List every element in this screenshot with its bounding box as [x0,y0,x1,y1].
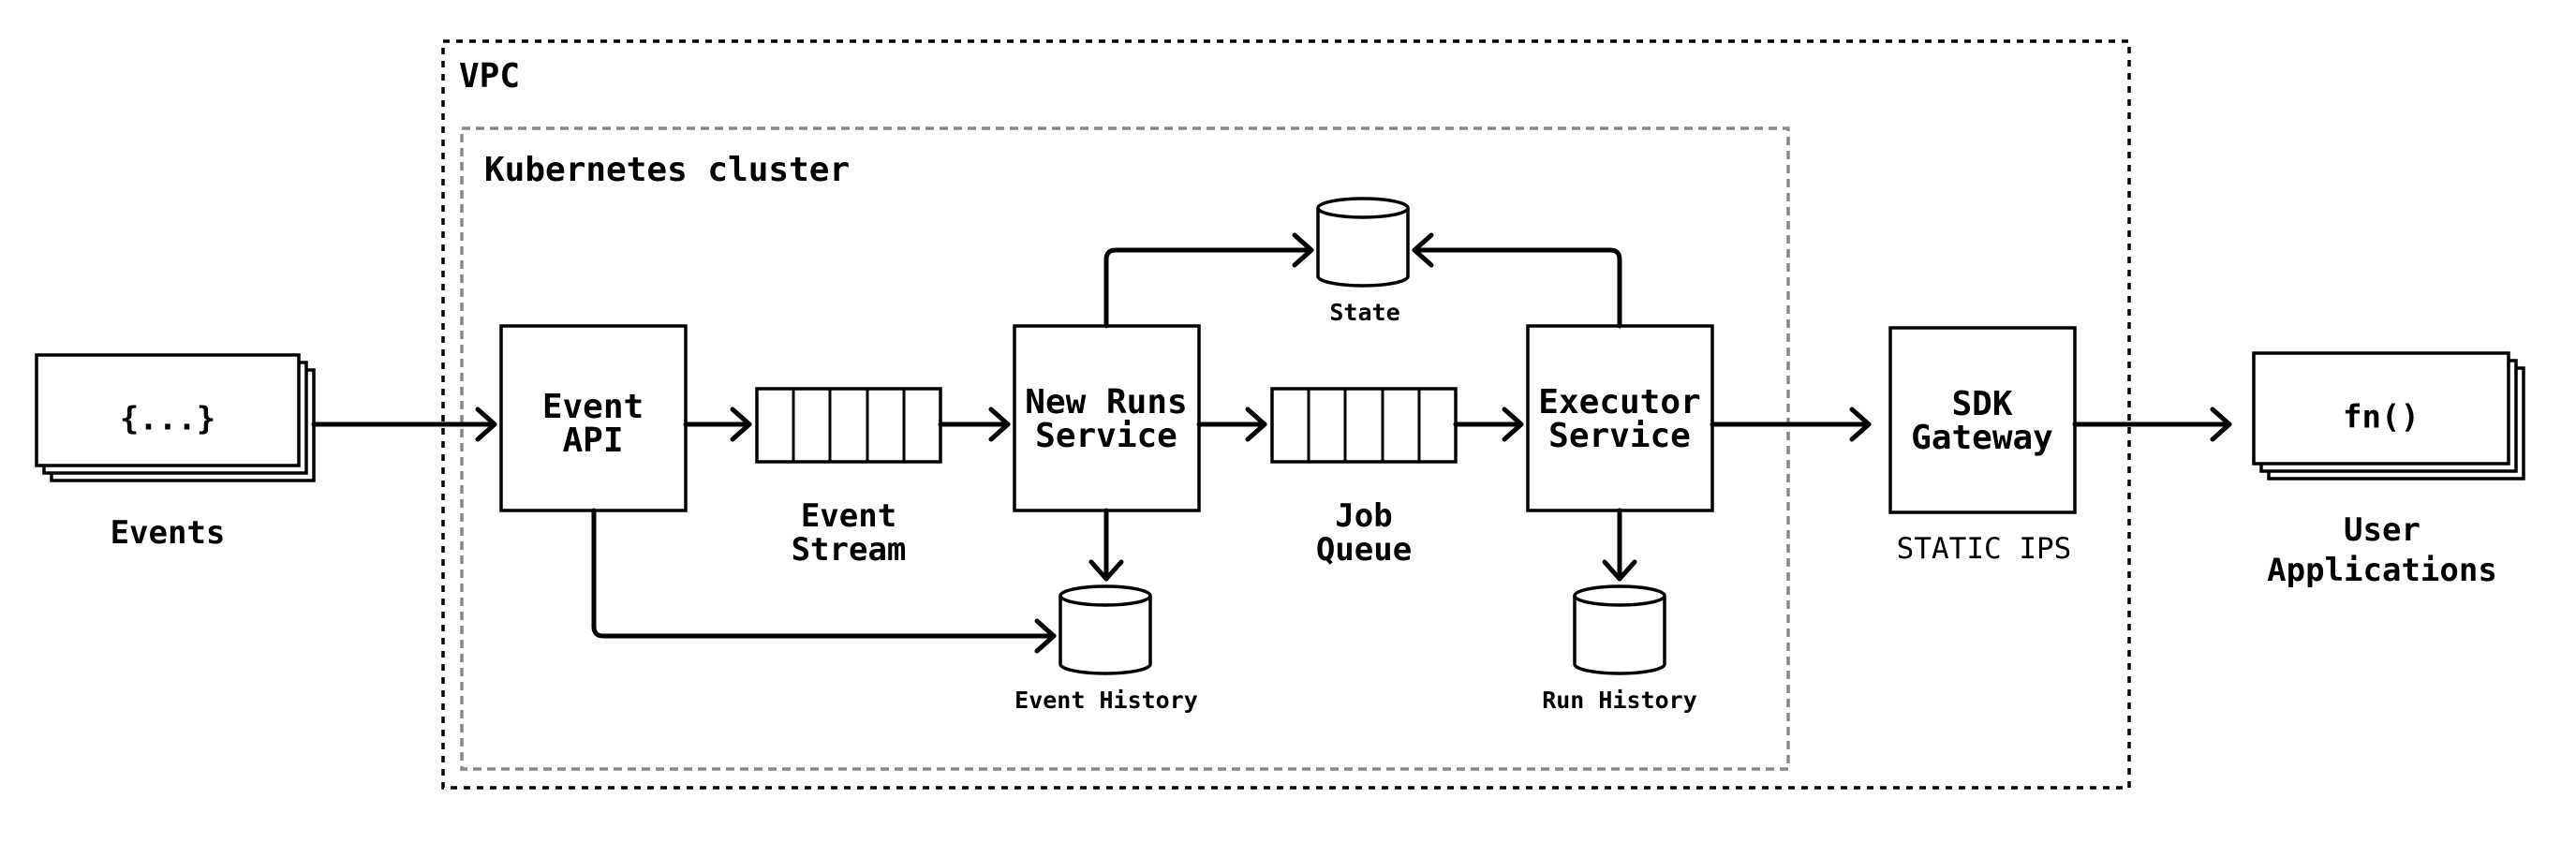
user-applications-card-text: fn() [2343,399,2420,436]
run-history-database-label: Run History [1542,687,1697,714]
sdk-gateway-line2: Gateway [1911,419,2053,457]
user-applications-line2: Applications [2267,552,2497,589]
executor-service-node: Executor Service [1526,324,1714,512]
connector-new-runs-to-event-history [1088,508,1124,582]
job-queue-line1: Job [1335,497,1392,535]
sdk-gateway-node: SDK Gateway [1888,326,2077,514]
connector-executor-to-sdk-gateway [1710,407,1872,442]
connector-event-api-to-event-history [591,508,1057,654]
event-history-database-icon [1059,584,1152,675]
events-card-stack: {...} [35,353,316,482]
new-runs-service-node: New Runs Service [1013,324,1201,512]
event-api-node: Event API [499,324,688,512]
executor-service-line2: Service [1548,417,1691,455]
connector-executor-to-run-history [1602,508,1637,582]
vpc-boundary [441,39,2131,790]
kubernetes-cluster-boundary [460,126,1790,771]
vpc-label: VPC [459,57,520,96]
connector-executor-to-state [1412,232,1622,329]
job-queue [1270,387,1458,464]
job-queue-line2: Queue [1316,531,1412,569]
user-applications-card-stack: fn() [2252,351,2525,481]
state-database-icon [1316,197,1410,288]
event-stream-line1: Event [801,497,896,535]
kubernetes-cluster-label: Kubernetes cluster [484,151,850,189]
sdk-gateway-line1: SDK [1951,385,2012,423]
state-database-label: State [1329,299,1399,326]
connector-new-runs-to-state [1103,232,1314,329]
connector-event-api-to-event-stream [683,407,752,442]
connector-new-runs-to-job-queue [1196,407,1267,442]
executor-service-line1: Executor [1538,383,1700,422]
new-runs-service-line1: New Runs [1025,383,1187,422]
run-history-database-icon [1573,584,1666,675]
event-api-line1: Event [542,388,644,426]
event-stream-queue [755,387,942,464]
connector-sdk-gateway-to-user-applications [2072,407,2232,442]
event-history-database-label: Event History [1014,687,1198,714]
connector-job-queue-to-executor [1453,407,1524,442]
user-applications-line1: User [2344,511,2421,549]
event-api-line2: API [562,422,623,460]
connector-events-to-event-api [311,407,497,442]
new-runs-service-line2: Service [1035,417,1177,455]
events-label: Events [111,514,226,552]
events-card-text: {...} [120,401,215,438]
event-stream-line2: Stream [792,531,907,569]
connector-event-stream-to-new-runs [938,407,1011,442]
sdk-gateway-note: STATIC IPS [1897,532,2072,566]
